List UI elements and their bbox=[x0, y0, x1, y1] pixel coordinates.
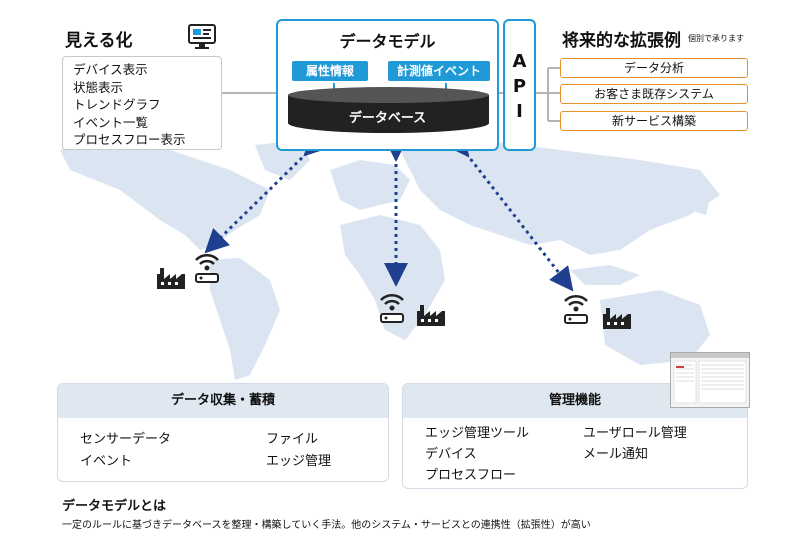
list-item: イベント一覧 bbox=[73, 114, 149, 130]
factory-icon bbox=[603, 308, 631, 329]
attribute-info-tag: 属性情報 bbox=[292, 61, 368, 81]
collection-panel: データ収集・蓄積 センサーデータ イベント ファイル エッジ管理 bbox=[57, 383, 389, 482]
footer-text: 一定のルールに基づきデータベースを整理・構築していく手法。他のシステム・サービス… bbox=[62, 520, 591, 531]
api-letter: A bbox=[512, 51, 527, 72]
collection-panel-title: データ収集・蓄積 bbox=[58, 384, 388, 418]
data-model-box: データモデル 属性情報 計測値イベント データベース bbox=[276, 19, 499, 151]
visualization-list: デバイス表示 状態表示 トレンドグラフ イベント一覧 プロセスフロー表示 bbox=[62, 56, 222, 150]
measurement-event-tag: 計測値イベント bbox=[388, 61, 490, 81]
database-cylinder bbox=[288, 83, 489, 134]
collection-item-event: イベント bbox=[80, 454, 133, 469]
collection-item-edge-management: エッジ管理 bbox=[266, 454, 332, 469]
management-item-process-flow: プロセスフロー bbox=[425, 468, 517, 483]
management-item-mail-notify: メール通知 bbox=[583, 447, 649, 462]
database-label: データベース bbox=[348, 111, 427, 126]
api-letter: I bbox=[516, 101, 523, 122]
link-asia bbox=[445, 131, 574, 292]
ext-item-new-service: 新サービス構築 bbox=[560, 111, 748, 131]
ext-item-existing-system: お客さま既存システム bbox=[560, 84, 748, 104]
monitor-icon bbox=[188, 24, 216, 49]
list-item: デバイス表示 bbox=[73, 62, 148, 77]
management-item-edge-tool: エッジ管理ツール bbox=[425, 426, 530, 441]
extensions-title: 将来的な拡張例 bbox=[562, 31, 681, 51]
ext-item-data-analysis: データ分析 bbox=[560, 58, 748, 78]
list-item: トレンドグラフ bbox=[73, 97, 161, 112]
list-item: プロセスフロー表示 bbox=[73, 132, 186, 147]
list-item: 状態表示 bbox=[73, 79, 124, 95]
wifi-router-icon bbox=[380, 293, 404, 323]
api-box: A P I bbox=[503, 19, 536, 151]
management-item-device: デバイス bbox=[425, 447, 477, 462]
wifi-router-icon bbox=[195, 253, 219, 283]
collection-item-sensor-data: センサーデータ bbox=[80, 432, 172, 447]
footer-heading: データモデルとは bbox=[62, 499, 167, 514]
management-item-user-role: ユーザロール管理 bbox=[583, 426, 687, 441]
factory-icon bbox=[157, 268, 185, 289]
api-letter: P bbox=[512, 76, 527, 97]
link-americas bbox=[204, 131, 329, 254]
factory-icon bbox=[417, 305, 445, 326]
data-model-title: データモデル bbox=[339, 32, 436, 51]
collection-item-file: ファイル bbox=[266, 432, 319, 447]
wifi-router-icon bbox=[564, 294, 588, 324]
extensions-note: 個別で承ります bbox=[688, 34, 744, 43]
app-screenshot-thumbnail bbox=[670, 352, 750, 408]
visualization-title: 見える化 bbox=[65, 31, 133, 51]
